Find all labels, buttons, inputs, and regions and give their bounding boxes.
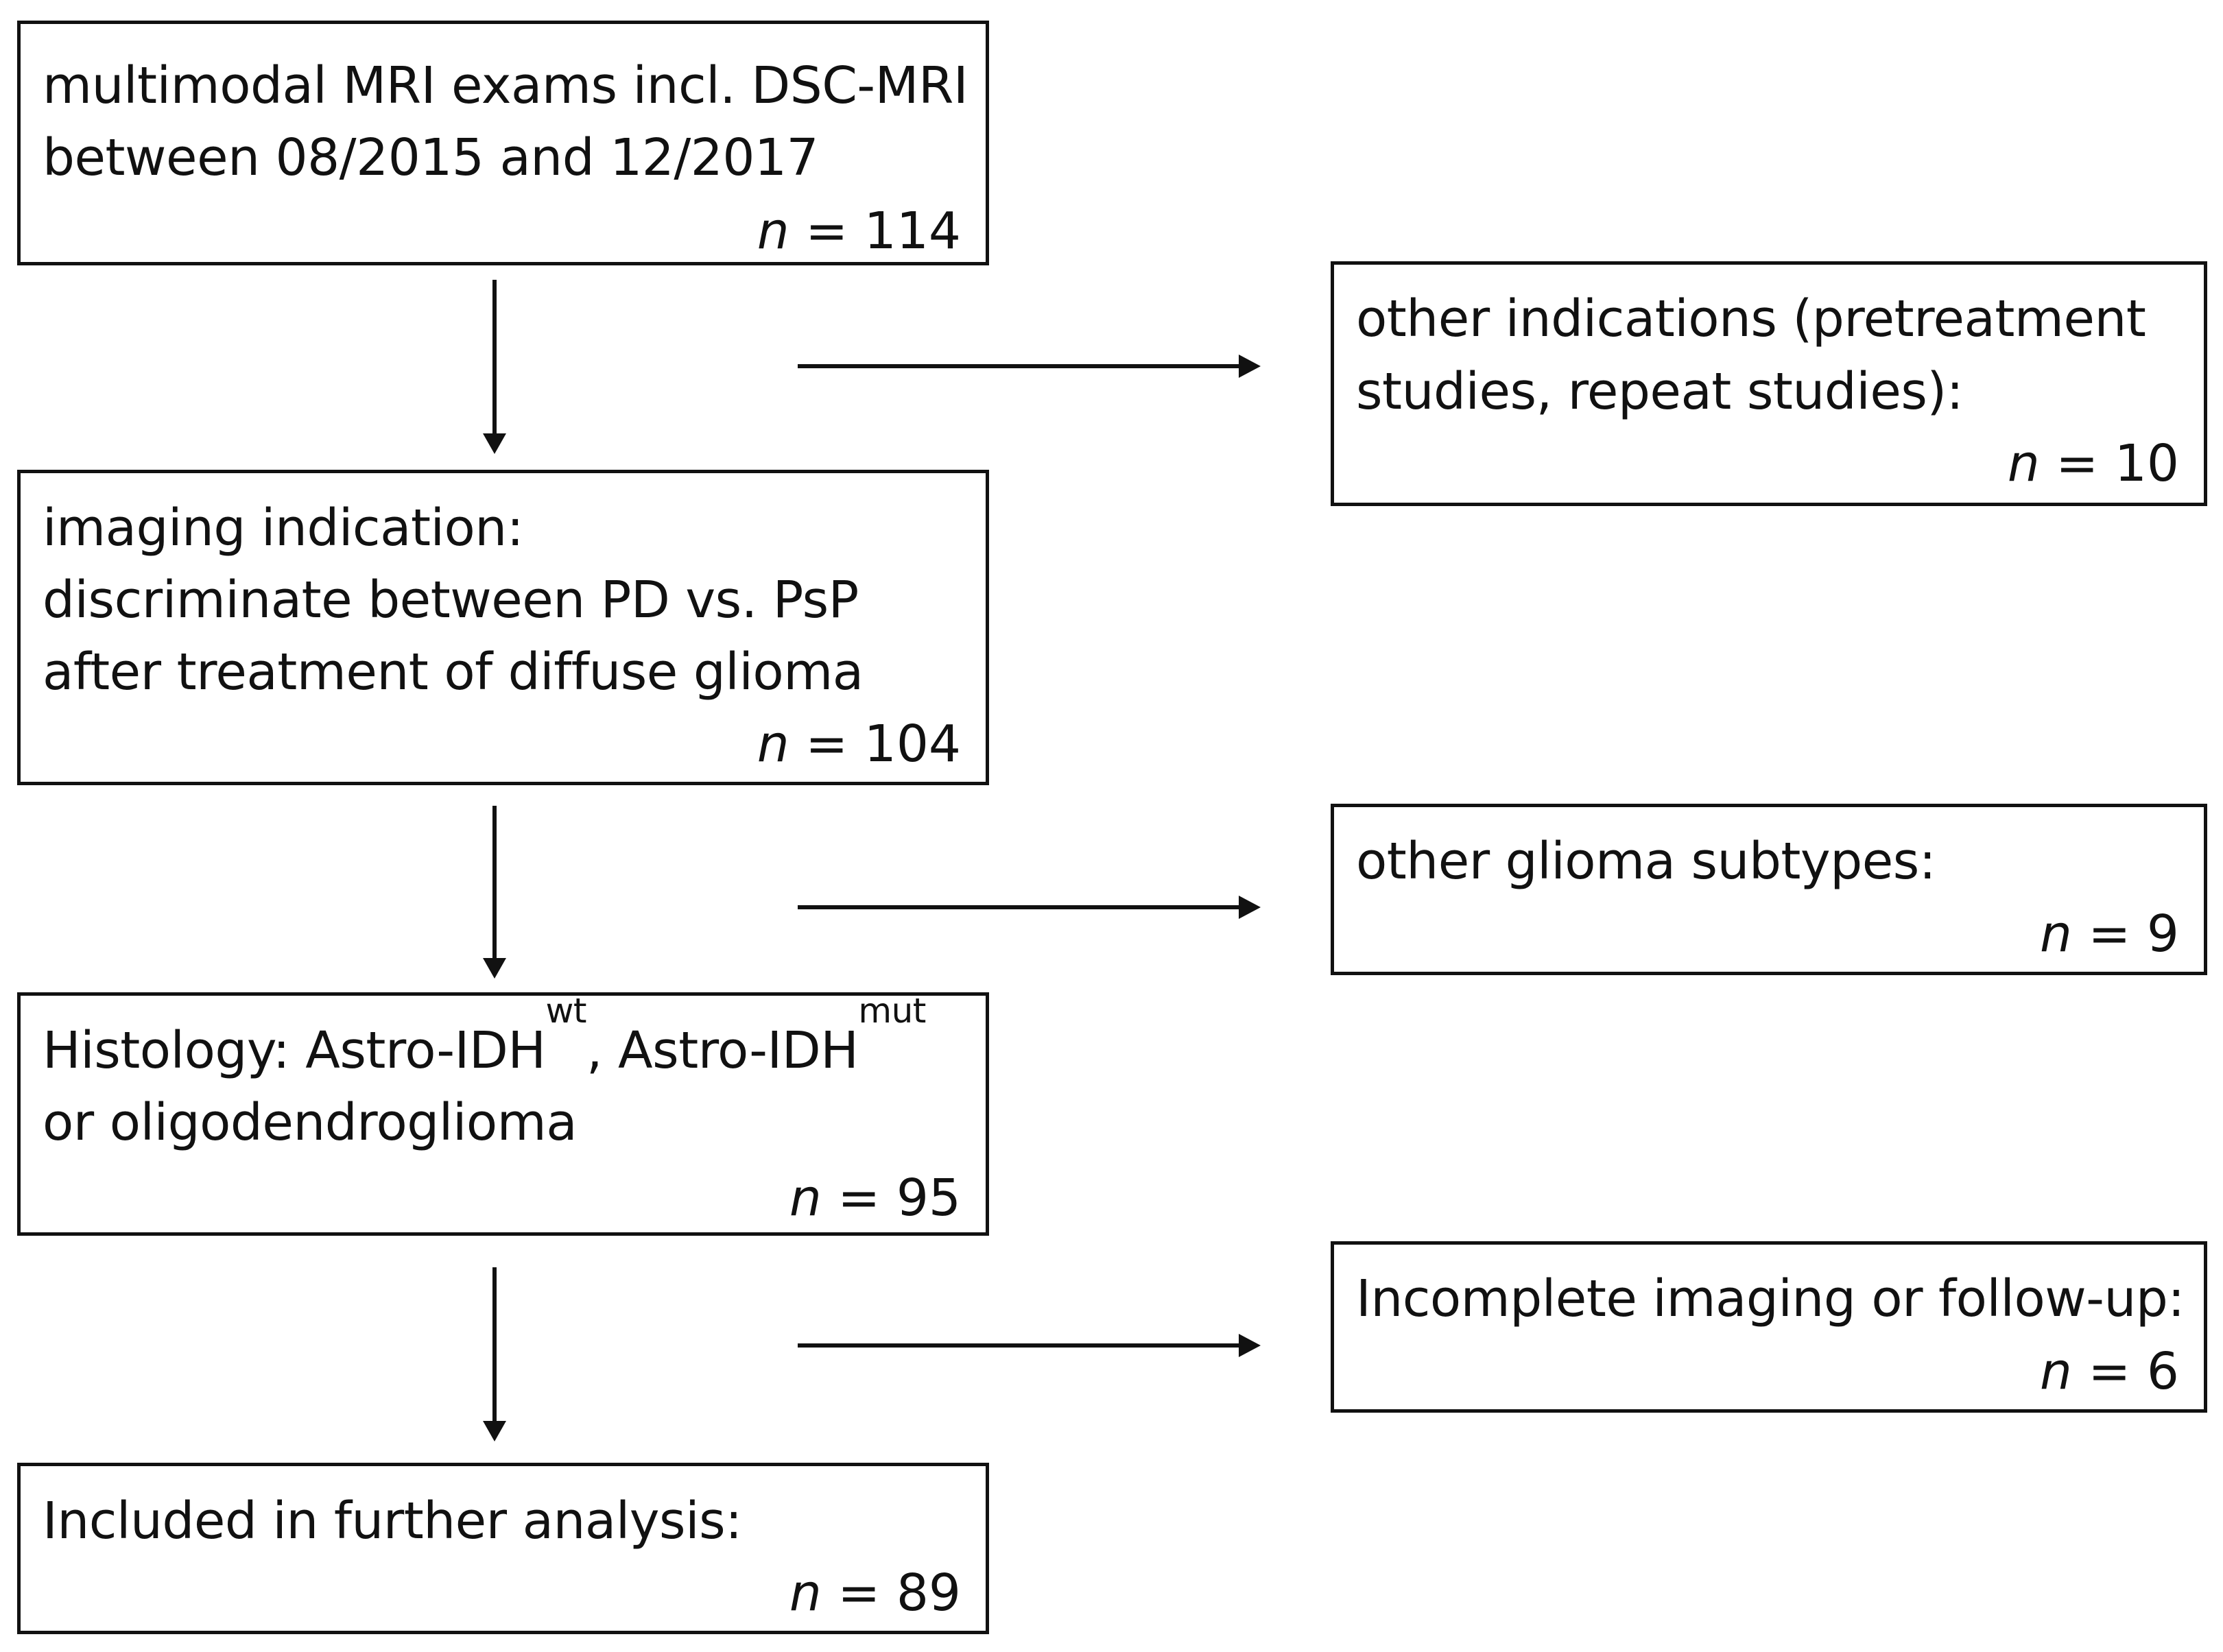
indication-line-2: discriminate between PD vs. PsP [43,571,859,630]
excluded-subtypes-box: other glioma subtypes: n = 9 [1331,804,2207,975]
histology-box: Histology: Astro-IDHwt, Astro-IDHmut or … [17,992,989,1236]
screened-count: n = 114 [757,195,961,267]
excluded-subtypes-n-value: = 9 [2088,905,2179,963]
excluded-indications-n-value: = 10 [2056,434,2179,493]
screened-line-1: multimodal MRI exams incl. DSC-MRI [43,56,968,115]
histology-n-label: n [789,1169,822,1228]
right-arrow-2 [798,896,1261,919]
included-line-1: Included in further analysis: [43,1492,742,1551]
screened-n-value: = 114 [805,202,961,261]
down-arrow-2 [483,806,506,979]
excluded-incomplete-count: n = 6 [2040,1336,2179,1407]
indication-box: imaging indication: discriminate between… [17,470,989,785]
excluded-indications-n-label: n [2007,434,2040,493]
down-arrow-1 [483,280,506,454]
included-n-value: = 89 [837,1564,961,1623]
excluded-subtypes-n-label: n [2039,905,2072,963]
excluded-indications-box: other indications (pretreatment studies,… [1331,261,2207,506]
screened-box: multimodal MRI exams incl. DSC-MRI betwe… [17,21,989,265]
excluded-incomplete-n-value: = 6 [2088,1342,2179,1401]
indication-n-label: n [757,715,789,774]
excluded-incomplete-line-1: Incomplete imaging or follow-up: [1356,1269,2185,1328]
indication-line-1: imaging indication: [43,499,524,558]
histology-line-1-middle: , Astro-IDH [586,1021,859,1080]
down-arrow-3 [483,1267,506,1441]
excluded-subtypes-line-1: other glioma subtypes: [1356,832,1936,891]
excluded-indications-count: n = 10 [2008,428,2179,499]
right-arrow-1 [798,355,1261,378]
histology-sup-mut: mut [858,991,926,1031]
histology-line-1-prefix: Histology: Astro-IDH [43,1021,546,1080]
excluded-incomplete-n-label: n [2039,1342,2072,1401]
excluded-subtypes-count: n = 9 [2040,898,2179,970]
indication-line-3: after treatment of diffuse glioma [43,643,864,702]
indication-count: n = 104 [757,708,961,780]
right-arrow-3 [798,1334,1261,1357]
histology-line-1: Histology: Astro-IDHwt, Astro-IDHmut [43,994,926,1086]
indication-n-value: = 104 [805,715,961,774]
screened-line-2: between 08/2015 and 12/2017 [43,128,819,187]
screened-n-label: n [757,202,789,261]
histology-sup-wt: wt [545,991,587,1031]
excluded-indications-line-2: studies, repeat studies): [1356,362,1964,421]
histology-count: n = 95 [789,1162,961,1234]
histology-line-2: or oligodendroglioma [43,1093,578,1152]
included-count: n = 89 [789,1557,961,1629]
histology-n-value: = 95 [837,1169,961,1228]
excluded-indications-line-1: other indications (pretreatment [1356,289,2146,348]
included-box: Included in further analysis: n = 89 [17,1463,989,1634]
included-n-label: n [789,1564,822,1623]
excluded-incomplete-box: Incomplete imaging or follow-up: n = 6 [1331,1241,2207,1413]
